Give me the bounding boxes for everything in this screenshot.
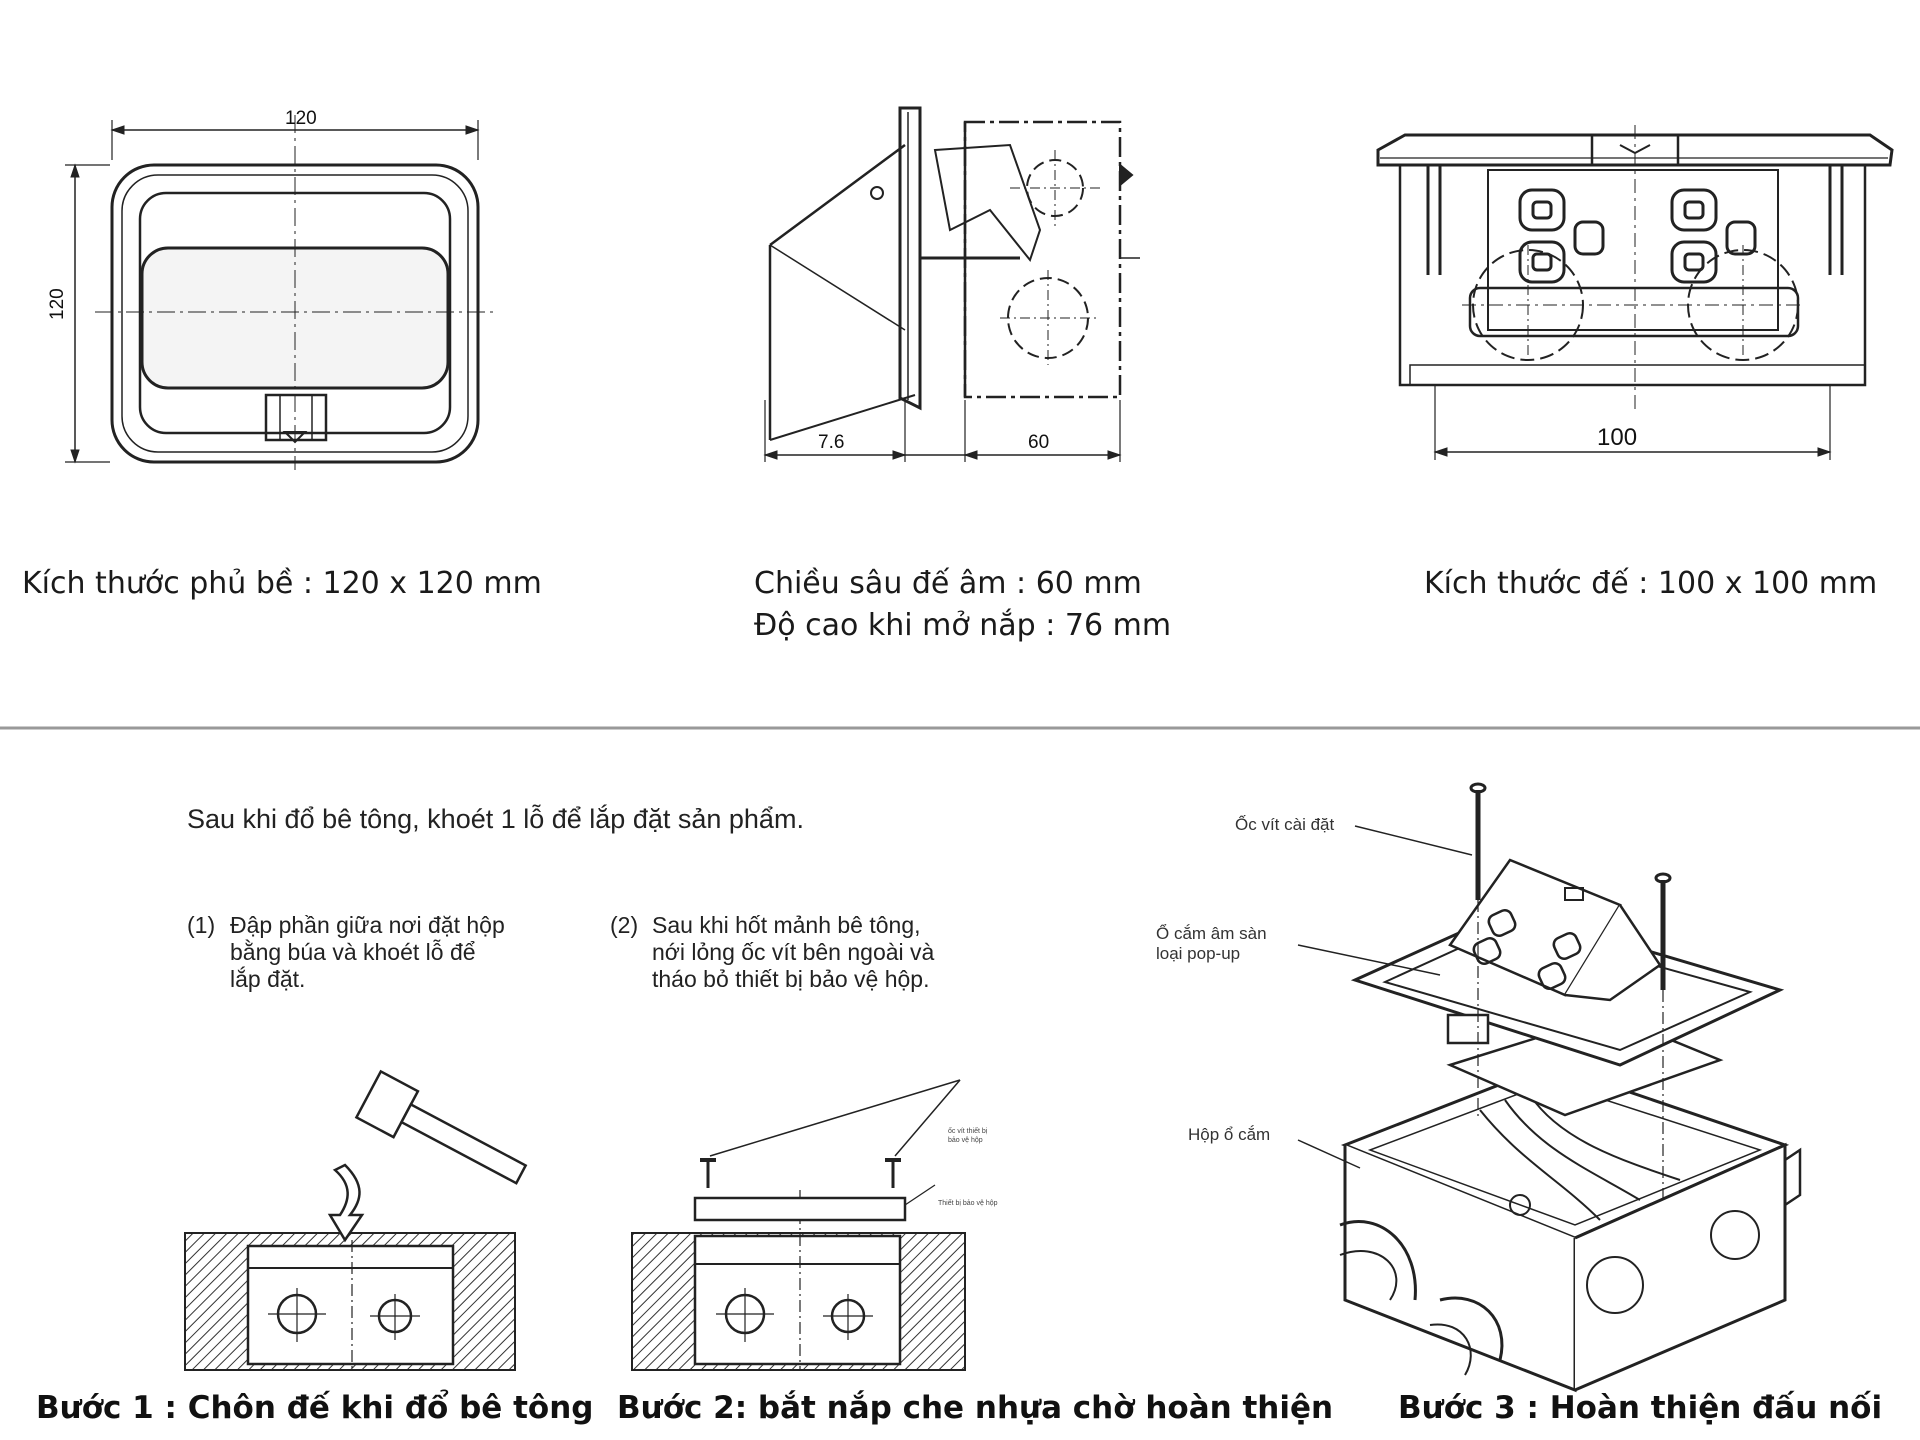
side-view-drawing bbox=[763, 106, 1140, 462]
step1-line3: lắp đặt. bbox=[230, 966, 306, 992]
step1-drawing bbox=[184, 1069, 528, 1371]
step2-drawing bbox=[631, 1079, 966, 1371]
step3-socket-label-line1: Ổ cắm âm sàn bbox=[1156, 924, 1267, 943]
step1-title: Bước 1 : Chôn đế khi đổ bê tông bbox=[36, 1390, 594, 1426]
step2-title: Bước 2: bắt nắp che nhựa chờ hoàn thiện bbox=[617, 1390, 1334, 1426]
side-right-label: 60 bbox=[1028, 432, 1049, 453]
front-base-label: 100 bbox=[1597, 424, 1637, 451]
step3-box-label: Hộp ổ cắm bbox=[1188, 1125, 1271, 1144]
plan-width-label: 120 bbox=[285, 108, 317, 129]
step2-line1: Sau khi hốt mảnh bê tông, bbox=[652, 912, 921, 938]
side-left-label: 7.6 bbox=[818, 432, 844, 453]
plan-height-label: 120 bbox=[47, 288, 68, 320]
step3-drawing bbox=[1297, 782, 1802, 1393]
front-caption: Kích thước đế : 100 x 100 mm bbox=[1424, 566, 1878, 601]
installation-intro: Sau khi đổ bê tông, khoét 1 lỗ để lắp đặ… bbox=[187, 804, 804, 834]
step1-line2: bằng búa và khoét lỗ để bbox=[230, 939, 476, 965]
plan-view-drawing bbox=[65, 115, 495, 470]
step3-screw-label: Ốc vít cài đặt bbox=[1235, 815, 1335, 834]
side-caption-depth: Chiều sâu đế âm : 60 mm bbox=[754, 566, 1142, 601]
step1-number: (1) bbox=[187, 912, 216, 938]
step2-screw-label-line2: bảo vệ hộp bbox=[948, 1137, 983, 1144]
plan-caption: Kích thước phủ bề : 120 x 120 mm bbox=[22, 566, 542, 601]
step2-line2: nới lỏng ốc vít bên ngoài và bbox=[652, 939, 935, 965]
step2-device-label: Thiết bị bảo vệ hộp bbox=[938, 1200, 998, 1207]
step2-number: (2) bbox=[610, 912, 639, 938]
step2-screw-label-line1: ốc vít thiết bị bbox=[948, 1128, 988, 1135]
step2-line3: tháo bỏ thiết bị bảo vệ hộp. bbox=[652, 966, 930, 992]
side-caption-height: Độ cao khi mở nắp : 76 mm bbox=[754, 608, 1172, 643]
front-view-drawing bbox=[1376, 125, 1894, 460]
step1-line1: Đập phần giữa nơi đặt hộp bbox=[230, 912, 505, 938]
step3-title: Bước 3 : Hoàn thiện đấu nối bbox=[1398, 1390, 1883, 1426]
step3-socket-label-line2: loại pop-up bbox=[1156, 944, 1241, 963]
